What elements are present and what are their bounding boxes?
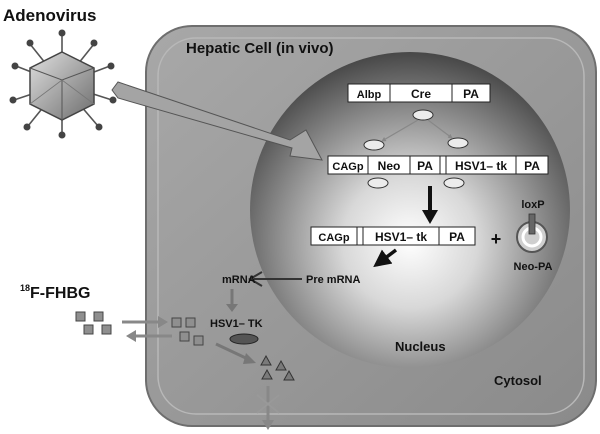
translation-arrow <box>226 289 238 312</box>
cagp-neo-tk-construct: CAGp Neo PA HSV1– tk PA <box>327 155 549 175</box>
construct-albp-label: Albp <box>357 89 382 101</box>
tracer-label: 18F-FHBG <box>20 283 90 302</box>
cytosol-label: Cytosol <box>494 373 542 388</box>
loxp-label: loxP <box>521 199 544 211</box>
tracer-superscript: 18 <box>20 283 30 293</box>
tracer-molecules-outside <box>75 311 112 335</box>
construct-hsv1-tk-label: HSV1– tk <box>375 230 427 244</box>
nucleus <box>250 52 570 368</box>
construct-cre-label: Cre <box>411 87 431 101</box>
albp-cre-construct: Albp Cre PA <box>347 83 491 103</box>
recombination-arrow <box>422 186 438 224</box>
transcription-arrow <box>373 248 398 268</box>
tracer-efflux-arrow <box>126 330 172 342</box>
construct-neo-label: Neo <box>378 159 401 173</box>
mrna-export-arrow <box>248 271 302 287</box>
nucleus-label: Nucleus <box>395 339 446 354</box>
plus-sign: + <box>491 229 502 249</box>
svg-text:18F-FHBG: 18F-FHBG <box>20 283 90 302</box>
construct-pa-label: PA <box>463 87 479 101</box>
construct-pa-label: PA <box>524 159 540 173</box>
recombined-construct: CAGp HSV1– tk PA <box>310 226 476 246</box>
construct-cagp-label: CAGp <box>318 232 349 244</box>
virus-entry-arrow <box>111 81 323 161</box>
hsv1-tk-protein-label: HSV1– TK <box>210 318 263 330</box>
cre-recombinase-molecules <box>363 109 469 189</box>
neo-pa-label: Neo-PA <box>514 261 553 273</box>
trapped-phosphorylated-tracer <box>260 354 295 381</box>
pre-mrna-label: Pre mRNA <box>306 274 360 286</box>
adenovirus-label: Adenovirus <box>3 6 97 25</box>
construct-cagp-label: CAGp <box>332 161 363 173</box>
tracer-influx-arrow <box>122 316 168 328</box>
construct-pa-label: PA <box>417 159 433 173</box>
mrna-label: mRNA <box>222 274 256 286</box>
construct-pa-label: PA <box>449 230 465 244</box>
hsv1-tk-enzyme <box>229 333 259 345</box>
construct-hsv1-tk-label: HSV1– tk <box>455 159 507 173</box>
cre-distribution-arrows <box>381 119 453 142</box>
tracer-name: F-FHBG <box>30 285 90 302</box>
excised-loxp-circle-icon <box>516 213 548 253</box>
adenovirus-particle <box>9 29 117 139</box>
tracer-molecules-inside <box>171 317 204 346</box>
phosphorylation-arrow <box>215 342 256 364</box>
hepatic-cell-label: Hepatic Cell (in vivo) <box>186 40 334 57</box>
blocked-efflux-arrow <box>256 386 280 430</box>
